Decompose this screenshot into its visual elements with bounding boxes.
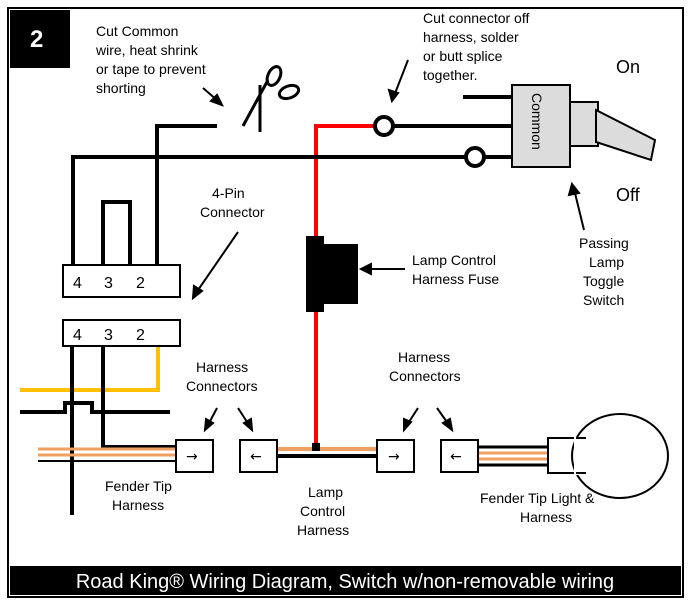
pin3-down-wire	[101, 345, 176, 449]
four-pin-connector-label: 4-Pin Connector	[200, 185, 265, 220]
figure-number: 2	[30, 26, 43, 53]
lamp-fuse	[306, 236, 358, 312]
harness-connector-3	[376, 439, 415, 473]
harness-connectors-left-label: Harness Connectors	[186, 359, 258, 394]
wire-junction	[312, 443, 320, 451]
connector-lower-pin-4: 4	[73, 327, 82, 344]
lamp-control-harness-label: Lamp Control Harness	[297, 484, 349, 538]
red-wire	[314, 124, 376, 447]
switch-common-label: Common	[529, 93, 545, 150]
arrow-left-icon: ←	[450, 449, 462, 465]
lamp-fuse-label: Lamp Control Harness Fuse	[412, 252, 500, 287]
footer-bar	[10, 566, 681, 595]
arrow-right-icon: →	[388, 449, 400, 465]
cut-common-note: Cut Common wire, heat shrink or tape to …	[95, 23, 210, 96]
arrow-right-icon: →	[186, 449, 198, 465]
scissors-icon	[241, 65, 301, 132]
switch-on-label: On	[616, 57, 640, 77]
connector-lower-pin-2: 2	[136, 327, 145, 344]
harness-connector-2	[239, 439, 278, 473]
fender-tip-harness-label: Fender Tip Harness	[105, 478, 176, 513]
switch-collar	[569, 101, 599, 147]
fender-tip-light-label: Fender Tip Light & Harness	[480, 490, 598, 525]
pointer-arrows	[191, 59, 585, 433]
switch-off-label: Off	[616, 185, 641, 205]
passing-switch-label: Passing Lamp Toggle Switch	[579, 235, 633, 308]
cut-connector-note: Cut connector off harness, solder or but…	[423, 10, 533, 83]
connector-lower-pin-3: 3	[104, 327, 113, 344]
switch-lever	[595, 108, 657, 162]
wires	[20, 95, 548, 515]
long-black-wire	[71, 155, 466, 265]
connector-upper-pin-2: 2	[136, 275, 145, 292]
connector-upper	[62, 264, 181, 298]
lamp-bulb-icon	[547, 413, 669, 499]
pin3-loop-wire	[101, 200, 132, 265]
harness-connector-1	[175, 439, 214, 473]
harness-connectors-right-label: Harness Connectors	[389, 349, 461, 384]
figure-badge	[10, 10, 70, 68]
yellow-wire	[20, 340, 160, 392]
ring-terminal-lower	[464, 146, 486, 168]
common-cut-wire	[155, 124, 217, 265]
switch-body	[511, 84, 571, 168]
arrow-left-icon: ←	[250, 449, 262, 465]
ring-terminal-upper	[373, 115, 395, 137]
connector-upper-pin-3: 3	[104, 275, 113, 292]
harness-connectors: → ← → ←	[175, 439, 479, 473]
connector-upper-pin-4: 4	[73, 275, 82, 292]
connector-lower	[62, 319, 181, 347]
diagram-caption: Road King® Wiring Diagram, Switch w/non-…	[76, 571, 614, 593]
toggle-switch: Common	[511, 84, 657, 168]
harness-connector-4	[440, 439, 479, 473]
